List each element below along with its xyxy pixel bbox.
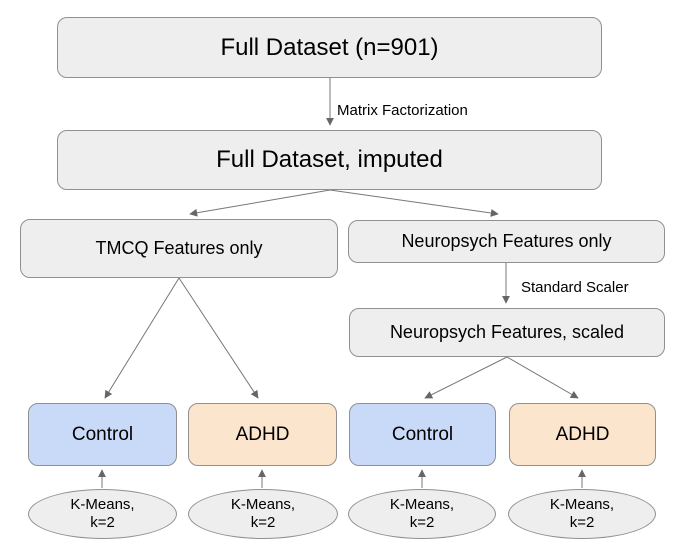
node-kmeans-3: K-Means, k=2 [348,489,496,539]
node-neuropsych-features: Neuropsych Features only [348,220,665,263]
kmeans-line1: K-Means, [549,496,615,513]
kmeans-line1: K-Means, [70,496,135,513]
node-neuropsych-scaled: Neuropsych Features, scaled [349,308,665,357]
node-full-dataset-imputed: Full Dataset, imputed [57,130,602,190]
node-kmeans-4: K-Means, k=2 [508,489,656,539]
kmeans-line2: k=2 [90,514,115,531]
kmeans-line2: k=2 [250,514,276,531]
node-adhd-tmcq: ADHD [188,403,337,466]
edge-scaled-to-control [424,356,508,399]
kmeans-line2: k=2 [409,514,435,531]
node-control-tmcq: Control [28,403,177,466]
edge-scaled-to-adhd [506,356,579,399]
node-adhd-neuropsych: ADHD [509,403,656,466]
edge-imputed-to-neuropsych [329,189,499,217]
node-full-dataset: Full Dataset (n=901) [57,17,602,78]
edge-label-matrix-factorization: Matrix Factorization [337,102,468,119]
node-tmcq-features: TMCQ Features only [20,219,338,278]
edge-tmcq-to-control [104,277,180,399]
kmeans-line1: K-Means, [389,496,455,513]
kmeans-line1: K-Means, [230,496,296,513]
edge-label-standard-scaler: Standard Scaler [521,279,629,296]
kmeans-line2: k=2 [569,514,595,531]
edge-imputed-to-tmcq [189,189,331,217]
edge-tmcq-to-adhd [178,277,259,399]
node-kmeans-2: K-Means, k=2 [188,489,338,539]
node-kmeans-1: K-Means, k=2 [28,489,177,539]
node-control-neuropsych: Control [349,403,496,466]
